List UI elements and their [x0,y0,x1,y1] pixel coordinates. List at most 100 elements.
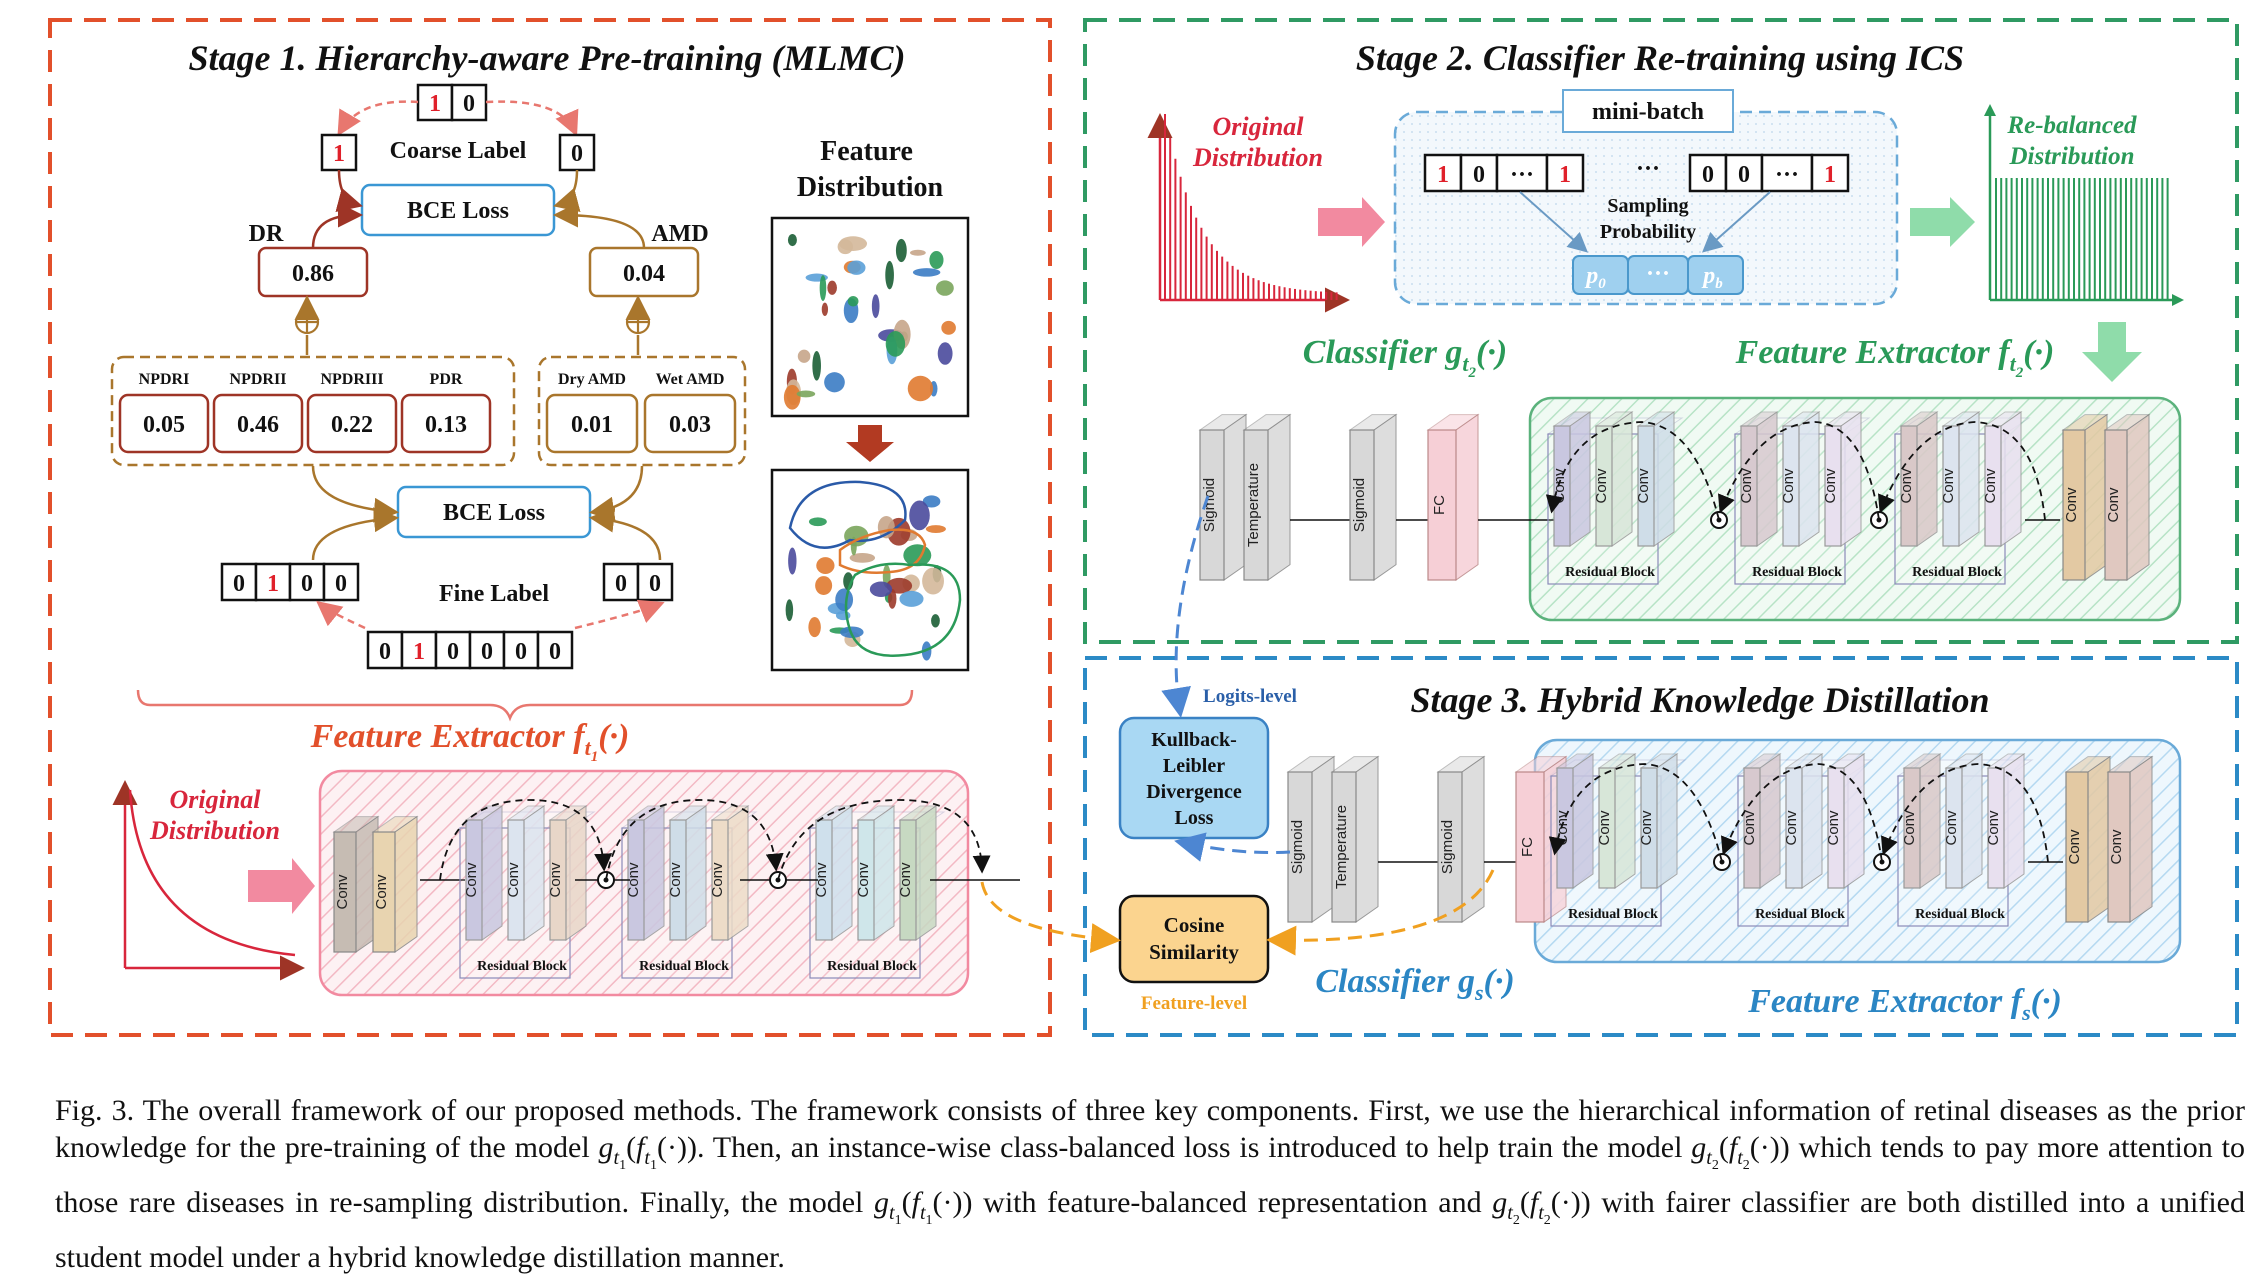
batch-code-digit: ··· [1510,162,1534,188]
fine-left-code [220,562,258,602]
logits-level: Logits-level [1203,686,1297,707]
layer-label: Conv [855,862,872,898]
stage2-arrow-in [1318,197,1385,247]
svg-text:BCE Loss: BCE Loss [407,198,509,224]
stage2-arrow-out [1910,197,1975,247]
layer-label: Conv [667,862,684,898]
layer-face [1900,425,1918,547]
layer-side [1958,411,1980,547]
stage3-classifier: Classifier gs(·) [1315,963,1514,1005]
layer-label: Sigmoid [1439,820,1456,874]
feature-cluster [903,544,932,567]
feature-cluster [912,268,941,277]
dr-subclass-name: NPDRIII [320,371,383,388]
layer-side [1455,413,1479,581]
layer-side [1961,753,1983,889]
caption-math: gt2(ft2(·)) [1492,1186,1591,1228]
fine-full-code-digit: 0 [549,639,561,665]
layer-face [1743,767,1761,889]
batch-code-digit: 0 [1738,162,1750,188]
dr-subclass-name: NPDRII [230,371,287,388]
stage1-dist-curve [112,780,305,981]
stage1-feature-extractor: Feature Extractor ft1(·) [310,718,630,765]
layer-face [1903,767,1921,889]
residual-block-label: Residual Block [1568,907,1658,922]
fine-full-code [536,630,574,670]
dr-subclass-box [212,393,304,454]
amd-subclass-value: 0.03 [669,412,711,438]
skip-connection [1717,421,1880,521]
layer-face [1740,425,1758,547]
tsne-before [770,216,970,418]
layer-side [1916,411,1938,547]
fine-right-code-digit: 0 [649,571,661,597]
residual-block-label: Residual Block [639,959,729,974]
stage2-frame [1083,18,2239,644]
layer-face [669,819,687,941]
layer-side [1798,411,1820,547]
svg-text:0: 0 [463,91,475,117]
batch-ellipsis: ··· [1636,156,1660,182]
layer-side [2000,411,2022,547]
dr-subclass-value: 0.46 [237,412,279,438]
batch-code-cell [1545,153,1585,193]
caption-math: gt1(ft1(·)) [598,1131,697,1173]
svg-text:p0: p0 [1584,263,1606,292]
layer-face [1553,425,1571,547]
batch-code-digit: 0 [1473,162,1485,188]
oplus-left-icon [294,309,320,335]
layer-face [1243,429,1269,581]
fine-left-code [254,562,292,602]
layer-face [1427,429,1457,581]
layer-label: Conv [1780,468,1797,504]
layer-label: Conv [1593,468,1610,504]
fine-right-code [602,562,640,602]
fine-left-code-digit: 0 [335,571,347,597]
layer-face [899,819,917,941]
feature-arrow-student [1266,869,1495,956]
layer-face [1640,767,1658,889]
feature-cluster [907,375,934,402]
stage2-title: Stage 2. Classifier Re-training using IC… [1356,38,1964,78]
feature-cluster [886,577,913,594]
feature-cluster [808,617,821,638]
layer-label: Conv [709,862,726,898]
feature-cluster [871,294,880,319]
fine-full-code-digit: 1 [413,639,425,665]
layer-face [2062,429,2086,581]
amd-subclass-name: Wet AMD [656,371,725,388]
layer-side [1759,753,1781,889]
feature-cluster [869,581,893,597]
layer-side [1355,755,1379,923]
layer-side [643,805,665,941]
amd-label: AMD [651,221,708,247]
feature-cluster [816,557,835,574]
dr-subclass-value: 0.22 [331,412,373,438]
svg-text:···: ··· [1646,261,1670,287]
layer-label: Conv [1554,810,1571,846]
batch-code-digit: 1 [1437,162,1449,188]
stage3-frame [1083,656,2239,1037]
feature-cluster [922,495,941,508]
feature-cluster [837,239,854,255]
layer-face [2107,771,2131,923]
skip-connection [1877,421,2046,521]
logits-arrow [1161,495,1210,718]
feature-arrow-teacher [980,881,1121,954]
feature-cluster [931,614,940,628]
layer-face [1287,771,1313,923]
skip-connection [1548,763,1723,863]
coarse-right-code [558,133,596,172]
layer-side [915,805,937,941]
residual-block-label: Residual Block [1915,907,2005,922]
residual-block-label: Residual Block [1755,907,1845,922]
fine-right-code-digit: 0 [615,571,627,597]
p-boxes: p0 ··· pb [1572,255,1744,295]
batch-code-cell [1724,153,1764,193]
coarse-label: Coarse Label [390,138,527,164]
logits-arrow-student [1174,832,1291,862]
feature-cluster [835,588,854,612]
